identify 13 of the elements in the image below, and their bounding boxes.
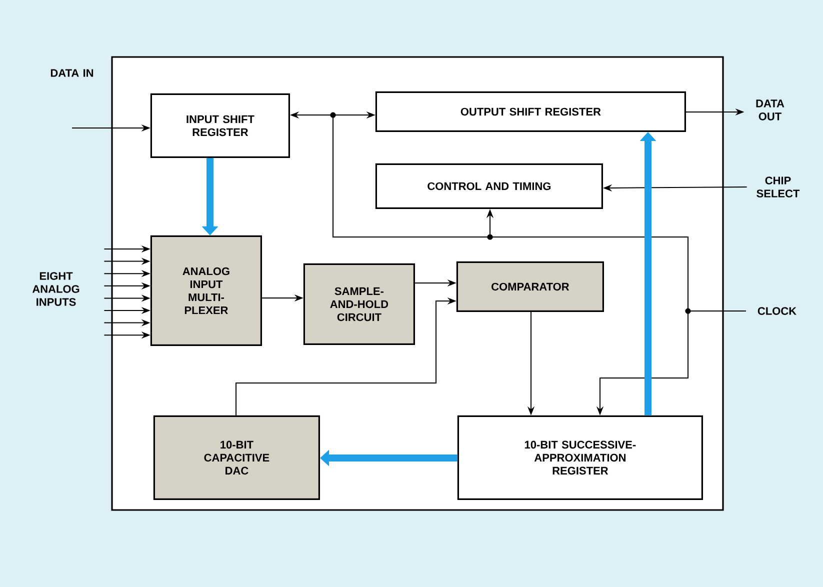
multiplexer-box: ANALOG INPUT MULTI- PLEXER [150,235,262,346]
register-box: OUTPUT SHIFT REGISTER [375,91,686,132]
port-label: CLOCK [758,307,796,315]
port-label: DATA OUT [756,100,784,120]
register-box: 10-BIT SUCCESSIVE- APPROXIMATION REGISTER [457,415,703,500]
sample-hold-box: SAMPLE- AND-HOLD CIRCUIT [303,263,415,345]
control-box: CONTROL AND TIMING [375,163,603,209]
dac-box: 10-BIT CAPACITIVE DAC [153,415,320,500]
port-label: EIGHT ANALOG INPUTS [32,272,80,306]
comparator-box: COMPARATOR [456,261,604,312]
port-label: CHIP SELECT [756,176,800,198]
west-label: DATA IN [50,69,94,77]
register-box: INPUT SHIFT REGISTER [150,93,290,158]
